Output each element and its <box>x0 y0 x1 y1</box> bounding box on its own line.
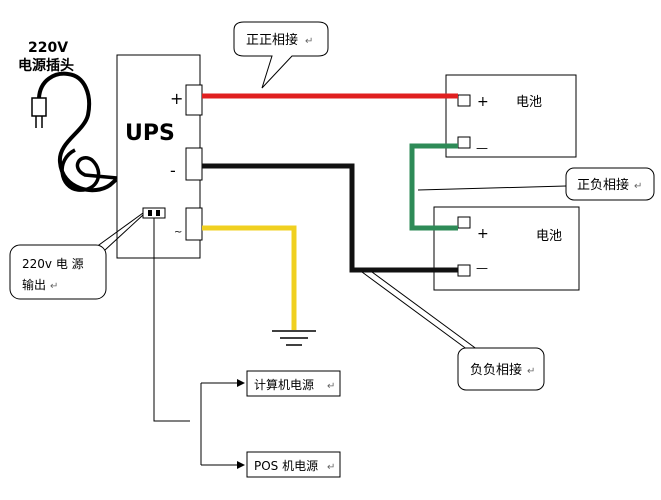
battery1-plus: + <box>477 94 489 110</box>
computer-return-mark: ↵ <box>327 381 335 392</box>
plug-voltage: 220V <box>28 40 68 56</box>
callout-positive-link: 正正相接 ↵ <box>233 21 329 89</box>
battery2-positive-terminal <box>457 216 471 229</box>
callout-pos-neg-link-return: ↵ <box>634 181 642 192</box>
callout-ac-output-return: ↵ <box>50 281 58 292</box>
pos-power-label: POS 机电源 <box>254 459 318 473</box>
ups-positive-terminal <box>185 84 203 116</box>
callout-pos-neg-link: 正负相接 ↵ <box>417 167 655 201</box>
ups-minus-label: - <box>170 161 176 180</box>
battery1-minus: — <box>476 141 488 155</box>
ac-output-socket <box>142 207 166 219</box>
ground-symbol <box>272 330 316 346</box>
computer-power-box <box>246 370 341 397</box>
plug-label: 电源插头 <box>18 57 74 74</box>
battery2-box <box>433 206 580 291</box>
plug-icon <box>31 71 120 193</box>
pos-return-mark: ↵ <box>327 462 335 473</box>
callout-ac-output-line2: 输出 <box>22 277 46 292</box>
callout-pos-neg-link-label: 正负相接 <box>577 177 629 193</box>
link-wire <box>409 143 458 231</box>
ups-ground-label: ~ <box>174 227 182 238</box>
ups-plus-label: + <box>170 89 183 108</box>
callout-neg-neg-link-return: ↵ <box>527 366 535 377</box>
computer-power-label: 计算机电源 <box>254 377 314 392</box>
ac-output-line <box>153 218 190 422</box>
ups-negative-terminal <box>185 147 203 181</box>
callout-neg-neg-link-label: 负负相接 <box>470 362 522 378</box>
battery1-label: 电池 <box>516 95 542 110</box>
battery2-minus: — <box>476 261 488 275</box>
battery1-positive-terminal <box>457 94 471 107</box>
callout-positive-link-label: 正正相接 <box>246 32 298 48</box>
battery2-negative-terminal <box>457 264 471 277</box>
callout-positive-link-return: ↵ <box>305 36 313 47</box>
ground-wire <box>202 225 297 330</box>
battery2-label: 电池 <box>536 229 562 244</box>
battery2-plus: + <box>477 226 489 242</box>
ups-ground-terminal <box>185 207 203 241</box>
callout-neg-neg-link: 负负相接 ↵ <box>361 271 545 391</box>
ups-title: UPS <box>125 121 175 146</box>
pos-power-box <box>246 451 341 478</box>
callout-ac-output: 220v 电 源 输出 ↵ <box>9 212 144 300</box>
negative-wire <box>202 163 458 273</box>
battery1-negative-terminal <box>457 136 471 149</box>
callout-ac-output-line1: 220v 电 源 <box>22 257 84 271</box>
